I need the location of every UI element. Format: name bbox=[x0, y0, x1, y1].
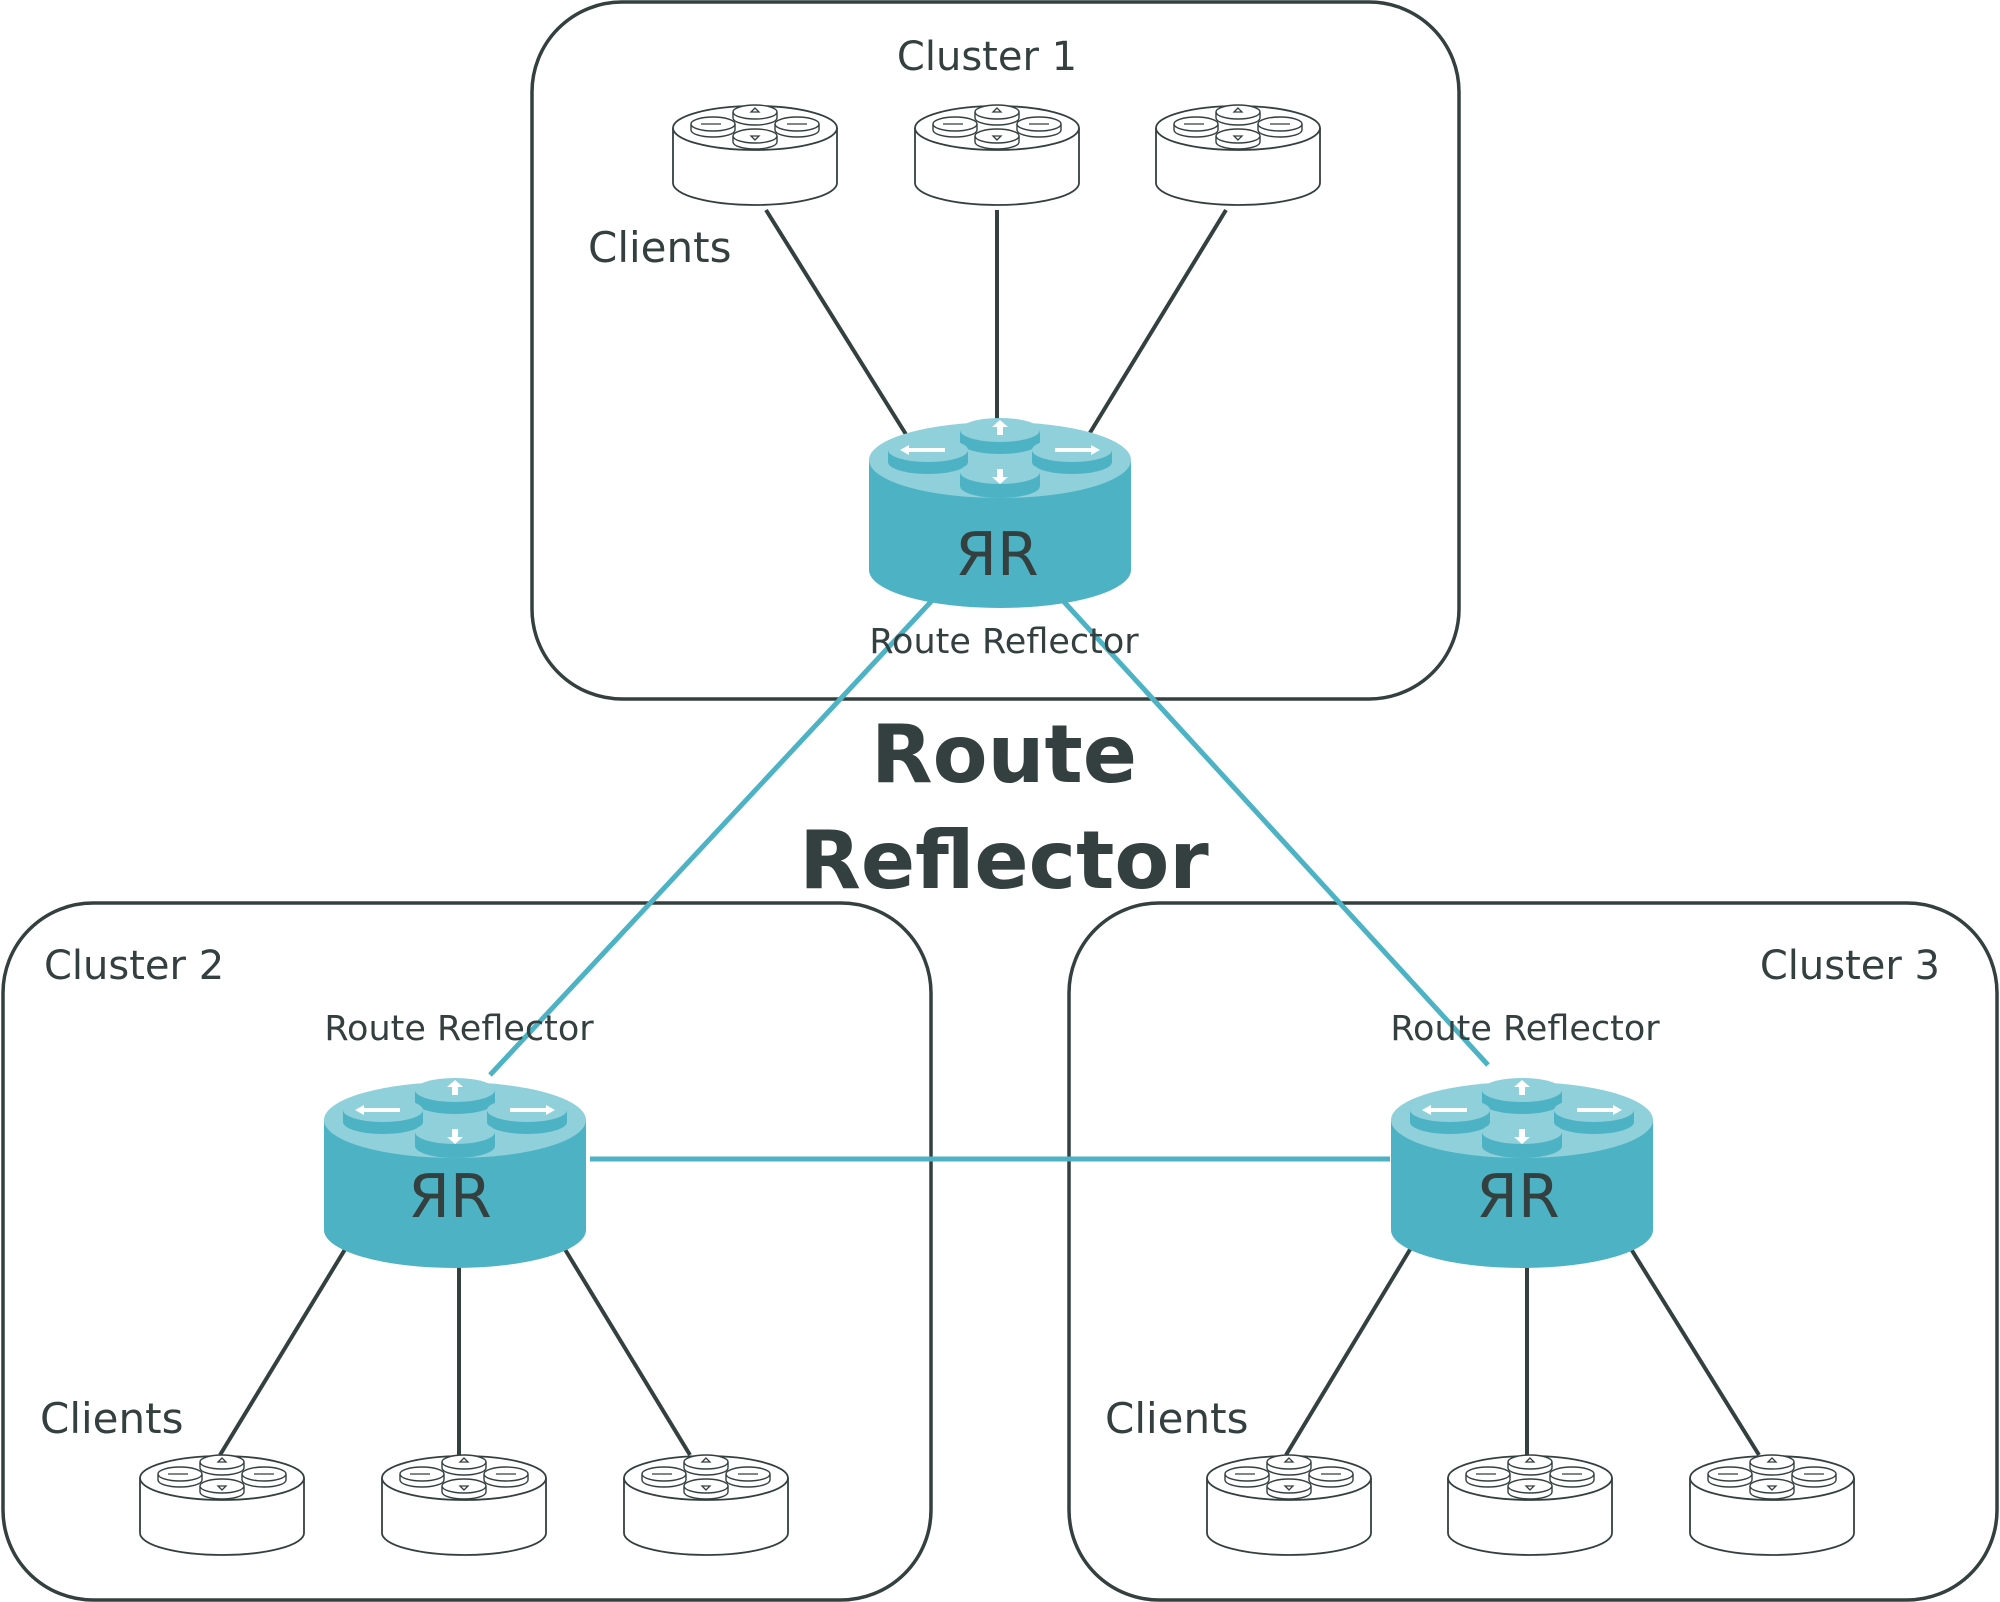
link-c2-client-3 bbox=[550, 1226, 692, 1457]
rr-label-c1: Route Reflector bbox=[869, 622, 1139, 662]
rr-mesh-links bbox=[488, 590, 1490, 1162]
cluster-3-label: Cluster 3 bbox=[1760, 943, 1940, 989]
client-links bbox=[218, 208, 1761, 1457]
rr-glyph-c2: ЯR bbox=[408, 1162, 491, 1232]
rr-link-c1-c2 bbox=[488, 590, 942, 1077]
cluster-2-label: Cluster 2 bbox=[44, 943, 224, 989]
rr-label-c2: Route Reflector bbox=[324, 1009, 594, 1049]
client-router-icon bbox=[1689, 1454, 1855, 1556]
clients-label-c1: Clients bbox=[588, 223, 731, 272]
rr-label-c3: Route Reflector bbox=[1390, 1009, 1660, 1049]
link-c1-client-1 bbox=[764, 208, 909, 438]
cluster-1-label: Cluster 1 bbox=[897, 34, 1077, 80]
client-router-icon bbox=[672, 104, 838, 206]
client-router-icon bbox=[914, 104, 1080, 206]
link-c3-client-1 bbox=[1284, 1226, 1425, 1457]
link-c2-client-1 bbox=[218, 1226, 360, 1457]
diagram-title-line-1: Route bbox=[871, 708, 1137, 801]
client-router-icon bbox=[623, 1454, 789, 1556]
link-c3-client-3 bbox=[1616, 1226, 1761, 1457]
rr-glyph-c3: ЯR bbox=[1476, 1162, 1559, 1232]
client-router-icon bbox=[1447, 1454, 1613, 1556]
client-router-icon bbox=[139, 1454, 305, 1556]
diagram-title-line-2: Reflector bbox=[799, 814, 1209, 907]
clients-label-c3: Clients bbox=[1105, 1394, 1248, 1443]
client-router-icon bbox=[1155, 104, 1321, 206]
link-c1-client-3 bbox=[1086, 208, 1228, 438]
client-router-icon bbox=[1206, 1454, 1372, 1556]
clients-label-c2: Clients bbox=[40, 1394, 183, 1443]
rr-glyph-c1: ЯR bbox=[955, 520, 1038, 590]
rr-link-c1-c3 bbox=[1053, 590, 1490, 1067]
client-router-icon bbox=[381, 1454, 547, 1556]
